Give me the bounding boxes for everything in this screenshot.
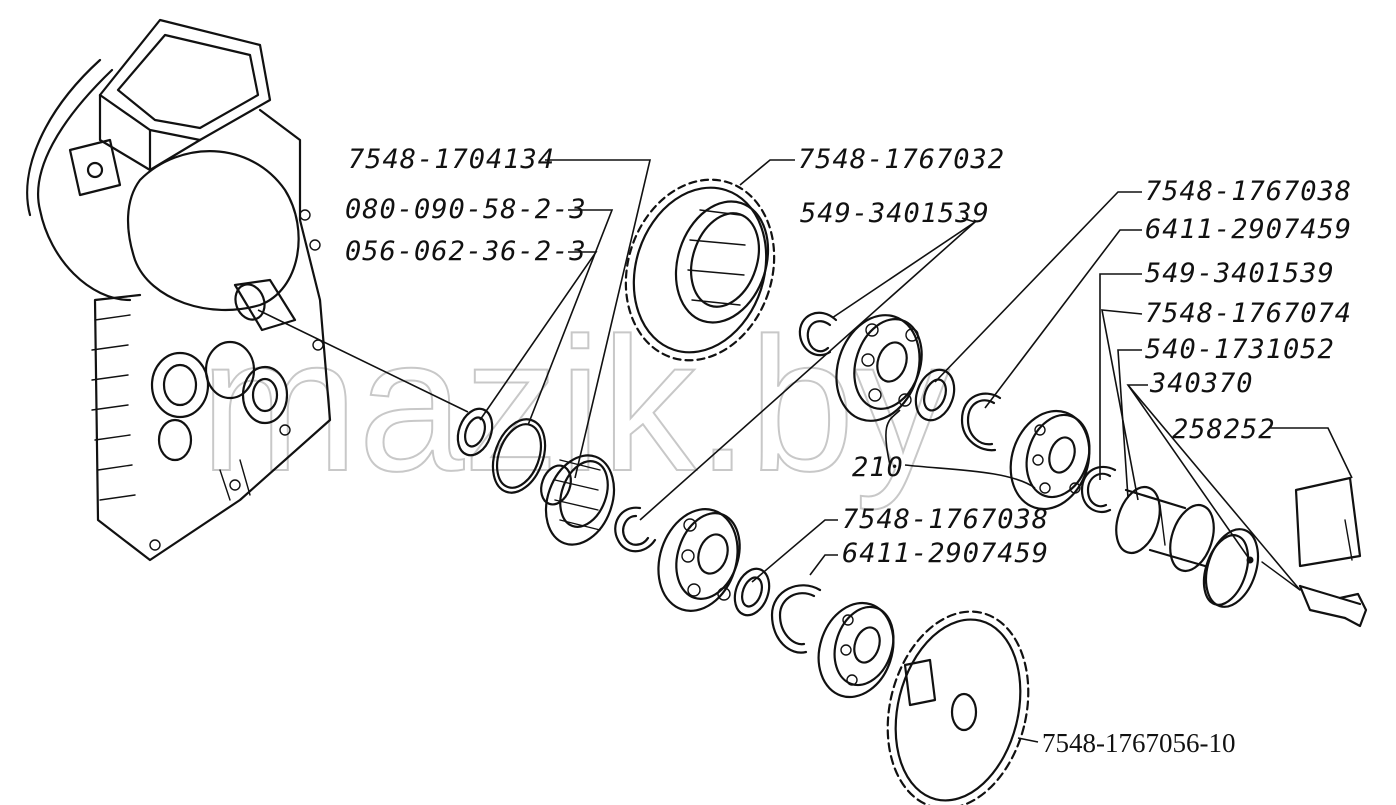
bearing-lower-left [657,508,741,612]
bolt-258252 [1261,561,1368,628]
shaft-cylinder [1115,485,1215,573]
label-549-3401539-top: 549-3401539 [800,198,990,229]
label-210: 210 [852,452,904,483]
label-7548-1767038-upper: 7548-1767038 [1145,176,1352,207]
shaft-axis-line [257,309,469,413]
watermark: mazik.by [200,299,950,511]
label-540-1731052: 540-1731052 [1145,334,1335,365]
gear-7548-1767032 [624,178,776,362]
leader-lines [479,159,1353,743]
snap-ring-1 [614,506,657,553]
retaining-ring-lower [770,584,822,654]
spacer-ring-lower [733,567,771,617]
label-7548-1767074: 7548-1767074 [1145,298,1352,329]
bearing-210-upper [835,314,923,422]
label-080-090-58-2-3: 080-090-58-2-3 [345,194,587,225]
bearing-210-right [1009,409,1091,511]
label-056-062-36-2-3: 056-062-36-2-3 [345,236,587,267]
label-7548-1767032: 7548-1767032 [798,144,1005,175]
spacer-ring-upper [914,368,956,422]
label-549-3401539-right: 549-3401539 [1145,258,1335,289]
seal-ring-small [456,407,494,457]
label-258252: 258252 [1172,414,1276,445]
label-340370: 340370 [1149,368,1254,399]
bushing-sleeve [540,454,616,546]
bearing-lower-right [817,601,895,699]
label-6411-2907459-lower: 6411-2907459 [842,538,1049,569]
label-7548-1767056-10: 7548-1767056-10 [1042,728,1235,758]
retaining-ring-upper [960,392,1002,452]
snap-ring-2 [798,311,838,357]
label-6411-2907459-upper: 6411-2907459 [1145,214,1352,245]
label-7548-1767038-lower: 7548-1767038 [842,504,1049,535]
gearbox-housing [26,18,332,562]
snap-ring-3 [1080,465,1117,514]
lock-washer-340370 [1294,476,1362,568]
o-ring-large [491,418,547,494]
end-cap [1202,528,1260,608]
label-7548-1704134: 7548-1704134 [348,144,555,175]
gear-7548-1767056-10 [886,610,1030,805]
